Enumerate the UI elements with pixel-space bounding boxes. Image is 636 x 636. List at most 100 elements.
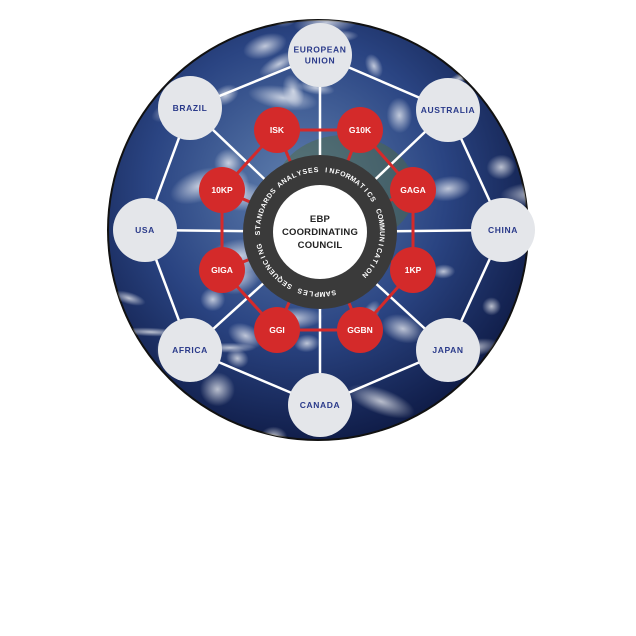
node-isk: ISK xyxy=(254,107,300,153)
ring-letter: S xyxy=(286,281,294,290)
node-label: CHINA xyxy=(488,225,518,235)
cloud xyxy=(482,297,501,316)
ring-letter: R xyxy=(263,197,272,205)
center-label-line-3: COUNCIL xyxy=(298,240,343,251)
node-circle xyxy=(337,107,383,153)
ring-letter: D xyxy=(266,192,275,200)
ring-letter: C xyxy=(374,208,382,215)
ring-letter: E xyxy=(268,267,277,275)
cloud xyxy=(112,290,146,306)
ring-letter: N xyxy=(329,168,335,176)
center-label-line-1: EBP xyxy=(310,214,331,225)
cloud xyxy=(200,372,235,407)
node-circle xyxy=(199,167,245,213)
node-circle xyxy=(113,198,177,262)
ring-letter: U xyxy=(272,271,281,280)
cloud xyxy=(486,154,516,180)
node-label: GAGA xyxy=(400,185,426,195)
ring-letter: N xyxy=(360,270,369,278)
cloud xyxy=(12,337,73,382)
country-node-africa: AFRICA xyxy=(158,318,222,382)
node-circle xyxy=(337,307,383,353)
ring-letter: O xyxy=(364,266,373,275)
ring-letter: N xyxy=(281,177,289,186)
ring-letter: E xyxy=(302,288,308,296)
cloud xyxy=(37,178,85,220)
ring-letter: Y xyxy=(296,170,303,178)
ring-letter: Q xyxy=(276,274,285,283)
ring-letter: O xyxy=(339,171,347,180)
ring-letter: S xyxy=(297,286,304,294)
node-circle xyxy=(288,373,352,437)
ring-letter: M xyxy=(378,225,385,231)
cloud xyxy=(346,384,415,419)
ring-letter: C xyxy=(365,191,374,199)
node-circle xyxy=(416,78,480,142)
ring-letter: S xyxy=(368,196,377,204)
cloud xyxy=(425,175,471,202)
ring-letter: F xyxy=(334,169,341,177)
cloud xyxy=(65,482,122,526)
cloud xyxy=(0,339,13,377)
ring-letter: M xyxy=(319,290,325,297)
country-node-japan: JAPAN xyxy=(416,318,480,382)
node-label: GGBN xyxy=(347,325,373,335)
cloud xyxy=(154,0,206,10)
ring-letter: S xyxy=(255,230,262,235)
ring-letter: A xyxy=(325,289,331,297)
ring-letter: S xyxy=(314,167,319,174)
node-circle xyxy=(288,23,352,87)
ring-letter: A xyxy=(255,219,263,225)
ring-letter: M xyxy=(348,175,357,184)
node-ggbn: GGBN xyxy=(337,307,383,353)
node-1kp: 1KP xyxy=(390,247,436,293)
country-node-canada: CANADA xyxy=(288,373,352,437)
cloud xyxy=(541,43,599,96)
ring-letter: O xyxy=(376,213,384,221)
cloud xyxy=(120,48,160,76)
node-label: JAPAN xyxy=(432,345,463,355)
cloud xyxy=(513,115,528,141)
node-label: AFRICA xyxy=(172,345,208,355)
cloud xyxy=(571,179,611,201)
cloud xyxy=(507,0,574,3)
cloud xyxy=(43,292,77,315)
node-10kp: 10KP xyxy=(199,167,245,213)
ring-letter: L xyxy=(291,172,298,180)
node-circle xyxy=(416,318,480,382)
country-node-australia: AUSTRALIA xyxy=(416,78,480,142)
country-node-china: CHINA xyxy=(471,198,535,262)
cloud xyxy=(386,97,413,134)
node-label: AUSTRALIA xyxy=(421,105,476,115)
ring-letter: E xyxy=(281,278,289,287)
ring-letter: P xyxy=(314,290,319,297)
ring-letter: R xyxy=(344,173,352,182)
ring-letter: N xyxy=(265,263,274,271)
ring-letter: I xyxy=(368,263,375,268)
ring-letter: T xyxy=(358,183,366,192)
cloud xyxy=(499,112,528,135)
ring-letter: N xyxy=(257,213,265,220)
cloud xyxy=(482,66,522,85)
node-circle xyxy=(390,247,436,293)
cloud xyxy=(243,32,287,60)
node-label: ISK xyxy=(270,125,285,135)
node-label: G10K xyxy=(349,125,372,135)
ring-letter: I xyxy=(260,255,267,260)
cloud xyxy=(294,334,320,353)
ring-letter: A xyxy=(276,181,284,190)
ring-letter: S xyxy=(269,187,278,195)
cloud xyxy=(500,182,528,207)
cloud xyxy=(200,287,226,312)
ring-letter: C xyxy=(375,247,383,254)
node-label: 1KP xyxy=(405,265,422,275)
ring-letter: I xyxy=(377,243,384,246)
node-label: CANADA xyxy=(300,400,340,410)
ring-letter: I xyxy=(362,188,369,194)
country-node-usa: USA xyxy=(113,198,177,262)
ring-letter: I xyxy=(325,167,328,174)
